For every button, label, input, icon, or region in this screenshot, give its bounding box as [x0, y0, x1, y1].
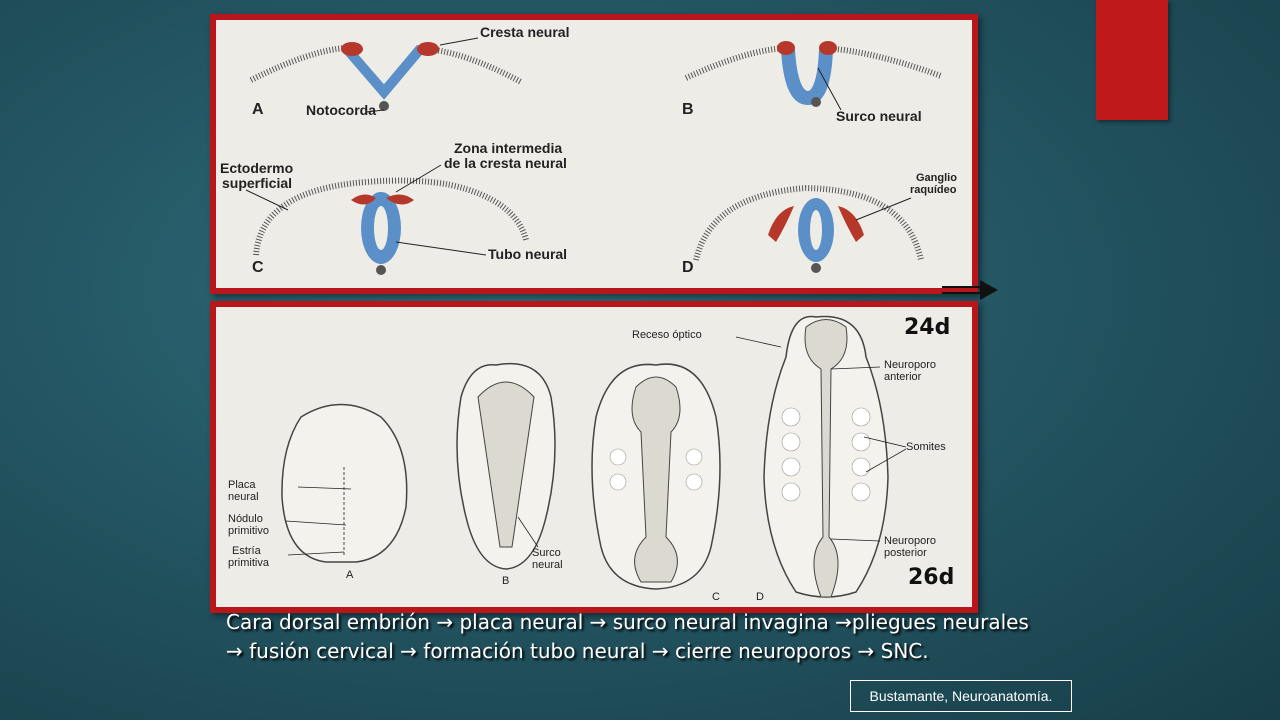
label-neuroporo-posterior-1: Neuroporo — [884, 535, 936, 547]
panel-letter-a: A — [252, 101, 264, 118]
label-receso-optico: Receso óptico — [632, 329, 702, 341]
label-notocorda: Notocorda — [306, 102, 376, 118]
label-zona-intermedia-2: de la cresta neural — [444, 155, 567, 171]
right-arrow-icon — [942, 280, 998, 300]
embryo-letter-a: A — [346, 569, 354, 581]
label-ectodermo-2: superficial — [222, 175, 293, 191]
label-ganglio-2: raquídeo — [910, 184, 957, 196]
day-label-24d: 24d — [904, 315, 951, 340]
cross-section-drawing — [245, 37, 943, 275]
label-nodulo-2: primitivo — [228, 525, 269, 537]
slide-caption: Cara dorsal embrión → placa neural → sur… — [226, 608, 1046, 666]
neural-tube-cross-section-figure: Cresta neural Notocorda Surco neural Zon… — [210, 14, 978, 294]
embryo-letter-d: D — [756, 591, 764, 603]
panel-letter-b: B — [682, 101, 694, 118]
embryo-letter-c: C — [712, 591, 720, 603]
label-somites: Somites — [906, 441, 946, 453]
label-surco-1: Surco — [532, 547, 561, 559]
panel-letter-c: C — [252, 259, 264, 276]
label-neuroporo-anterior-2: anterior — [884, 371, 922, 383]
label-ectodermo-1: Ectodermo — [220, 160, 294, 176]
accent-bar — [1096, 0, 1168, 120]
embryo-dorsal-view-figure: 24d 26d Receso óptico Neuroporo anterior… — [210, 301, 978, 613]
day-label-26d: 26d — [908, 565, 955, 590]
label-estria-2: primitiva — [228, 557, 269, 569]
label-nodulo-1: Nódulo — [228, 513, 263, 525]
label-ganglio-1: Ganglio — [916, 172, 957, 184]
label-surco-neural: Surco neural — [836, 108, 922, 124]
label-cresta-neural: Cresta neural — [480, 24, 570, 40]
label-zona-intermedia-1: Zona intermedia — [454, 140, 563, 156]
panel-letter-d: D — [682, 259, 694, 276]
caption-text: Cara dorsal embrión → placa neural → sur… — [226, 610, 1029, 663]
source-citation: Bustamante, Neuroanatomía. — [850, 680, 1072, 712]
embryo-letter-b: B — [502, 575, 510, 587]
label-surco-2: neural — [532, 559, 563, 571]
embryo-drawing — [281, 315, 907, 598]
label-estria-1: Estría — [232, 545, 261, 557]
label-placa-2: neural — [228, 491, 259, 503]
label-neuroporo-posterior-2: posterior — [884, 547, 927, 559]
label-placa-1: Placa — [228, 479, 256, 491]
label-neuroporo-anterior-1: Neuroporo — [884, 359, 936, 371]
label-tubo-neural: Tubo neural — [488, 246, 568, 262]
